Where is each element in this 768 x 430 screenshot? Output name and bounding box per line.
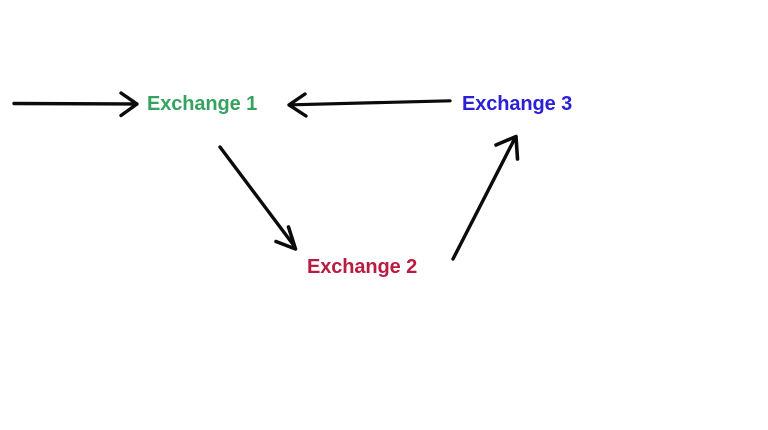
node-label-exchange-2: Exchange 2	[307, 256, 418, 278]
arrow-exchange-2-to-exchange-3	[451, 134, 520, 261]
arrow-exchange-3-to-exchange-1	[287, 92, 452, 118]
node-label-exchange-1: Exchange 1	[147, 93, 258, 115]
arrow-inbound-to-exchange-1	[12, 91, 139, 118]
arrow-exchange-1-to-exchange-2	[218, 145, 298, 251]
node-label-exchange-3: Exchange 3	[462, 93, 573, 115]
